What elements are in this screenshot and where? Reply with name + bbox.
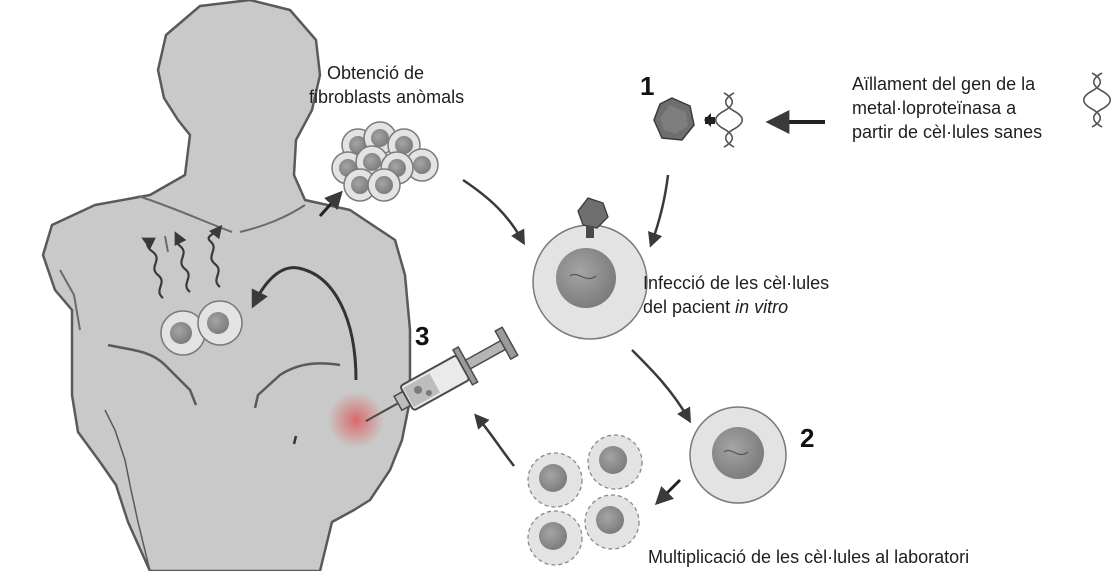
- arrow-to-syringe: [474, 413, 515, 467]
- step-1-number: 1: [640, 71, 655, 101]
- virus-icon: [653, 97, 695, 141]
- arrow-to-infection: [462, 178, 525, 246]
- arrow-virus-to-cell: [648, 174, 670, 248]
- multiply-label: Multiplicació de les cèl·lules al labora…: [648, 547, 970, 567]
- step-3-number: 3: [415, 321, 430, 351]
- infect-label-prefix: del pacient: [643, 297, 736, 317]
- implanted-cells: [160, 300, 243, 356]
- isolate-label-line1: Aïllament del gen de la: [852, 74, 1036, 94]
- infect-label-italic: in vitro: [735, 297, 789, 317]
- wavy-arrow-icon: [141, 224, 223, 299]
- infected-cell: [532, 197, 648, 340]
- arrow-to-multiplied: [654, 478, 682, 506]
- return-arrow: [251, 266, 358, 381]
- infect-label-line1: Infecció de les cèl·lules: [643, 273, 830, 293]
- dna-icon: [714, 92, 744, 148]
- isolate-label-line3: partir de cèl·lules sanes: [852, 122, 1043, 142]
- syringe-icon: [365, 326, 519, 423]
- isolate-label-line2: metal·loproteïnasa a: [852, 98, 1017, 118]
- arrow-to-fibroblasts: [318, 190, 343, 218]
- fibroblast-cluster: [331, 121, 439, 202]
- obtain-label-line1: Obtenció de: [327, 63, 425, 83]
- step-2-number: 2: [800, 423, 815, 453]
- injection-spot: [328, 392, 384, 448]
- arrow-to-cell-2: [631, 349, 691, 424]
- infect-label-line2: del pacient in vitro: [643, 296, 788, 318]
- cell-icon: [689, 406, 787, 504]
- human-torso: [41, 0, 412, 571]
- obtain-label-line2: fibroblasts anòmals: [309, 87, 465, 107]
- dna-icon: [1082, 72, 1112, 128]
- multiplied-cells: [527, 434, 643, 566]
